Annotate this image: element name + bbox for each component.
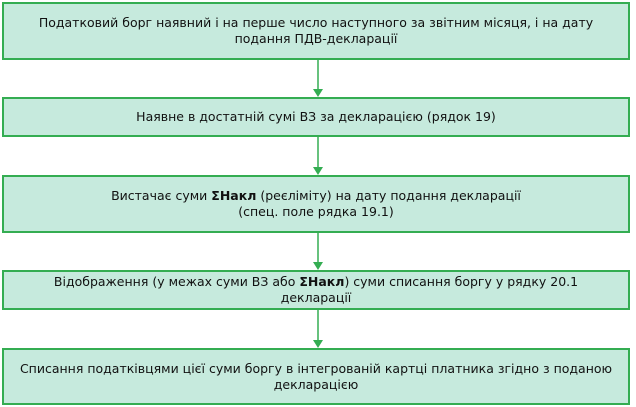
arrow-1-to-2 (313, 60, 323, 97)
step-4-text-pre: Відображення (у межах суми ВЗ або (53, 274, 300, 289)
arrow-2-to-3 (313, 137, 323, 175)
step-3-sigma-nakl: ΣНакл (211, 188, 257, 203)
step-4-text-post: ) суми списання боргу у рядку 20.1 декла… (280, 274, 579, 305)
flow-step-5-tax-authority-write-off: Списання податківцями цієї суми боргу в … (2, 348, 630, 405)
flow-step-2-vat-refund-available: Наявне в достатній сумі ВЗ за деклараціє… (2, 97, 630, 137)
step-4-sigma-nakl: ΣНакл (299, 274, 345, 289)
step-5-line-2: декларацією (273, 376, 359, 392)
arrow-4-to-5 (313, 310, 323, 348)
step-1-line-2: подання ПДВ-декларації (234, 31, 398, 46)
step-2-line-1: Наявне в достатній сумі ВЗ за деклараціє… (136, 109, 496, 124)
step-3-text-pre: Вистачає суми (111, 188, 212, 203)
step-5-line-1: Списання податківцями цієї суми боргу в … (19, 360, 613, 376)
step-3-line-2: (спец. поле рядка 19.1) (238, 204, 394, 219)
flow-step-1-debt-exists: Податковий борг наявний і на перше число… (2, 2, 630, 60)
flow-step-3-invoice-sum-sufficient: Вистачає суми ΣНакл (реєліміту) на дату … (2, 175, 630, 233)
step-3-text-post: (реєліміту) на дату подання декларації (256, 188, 521, 203)
flow-step-4-reflect-write-off: Відображення (у межах суми ВЗ або ΣНакл)… (2, 270, 630, 310)
arrow-3-to-4 (313, 233, 323, 270)
step-4-line-1: Відображення (у межах суми ВЗ або ΣНакл)… (18, 274, 614, 306)
step-1-line-1: Податковий борг наявний і на перше число… (38, 15, 594, 30)
step-3-line-1: Вистачає суми ΣНакл (реєліміту) на дату … (111, 188, 521, 204)
